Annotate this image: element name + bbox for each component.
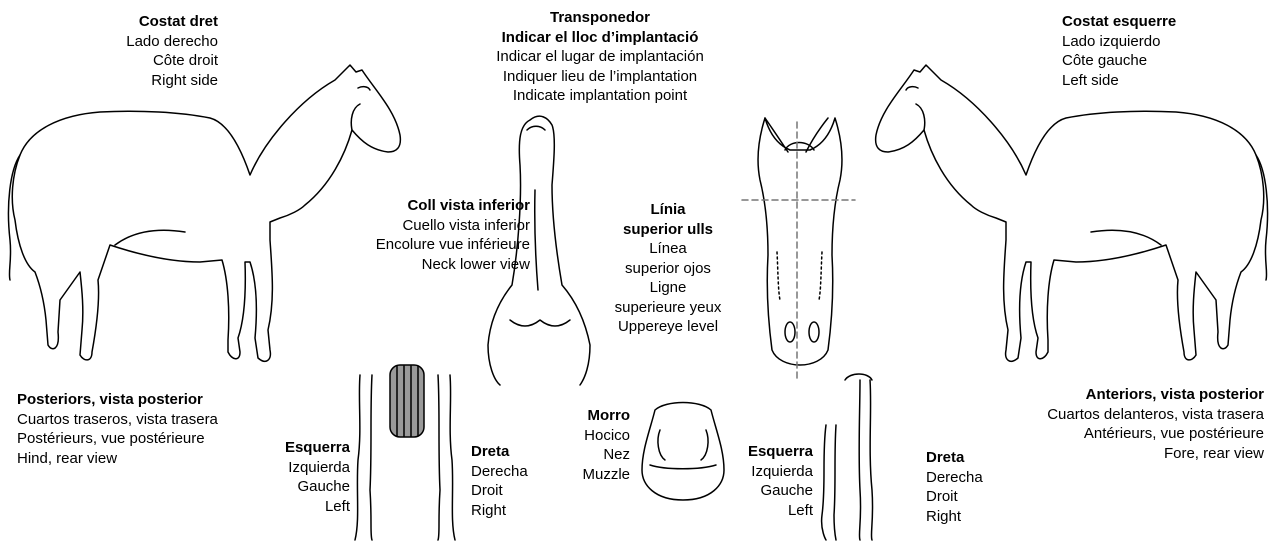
label-fore-view: Anteriors, vista posterior Cuartos delan… (1047, 385, 1264, 463)
label-fore-left-title: Esquerra (748, 442, 813, 462)
label-hind-right-fr: Droit (471, 481, 528, 501)
label-fore-left-fr: Gauche (748, 481, 813, 501)
label-right-side: Costat dret Lado derecho Côte droit Righ… (126, 12, 218, 90)
label-hind-view-es: Cuartos traseros, vista trasera (17, 410, 218, 430)
label-hind-left-es: Izquierda (285, 458, 350, 478)
label-eye-line-es-1: Línea (598, 239, 738, 259)
label-left-side: Costat esquerre Lado izquierdo Côte gauc… (1062, 12, 1176, 90)
label-left-side-fr: Côte gauche (1062, 51, 1176, 71)
label-fore-left: Esquerra Izquierda Gauche Left (748, 442, 813, 520)
label-neck-view: Coll vista inferior Cuello vista inferio… (376, 196, 530, 274)
muzzle-figure (642, 403, 724, 501)
label-fore-view-en: Fore, rear view (1047, 444, 1264, 464)
label-hind-right-es: Derecha (471, 462, 528, 482)
label-fore-left-en: Left (748, 501, 813, 521)
label-hind-right: Dreta Derecha Droit Right (471, 442, 528, 520)
label-left-side-en: Left side (1062, 71, 1176, 91)
label-hind-view-en: Hind, rear view (17, 449, 218, 469)
label-eye-line: Línia superior ulls Línea superior ojos … (598, 200, 738, 337)
label-hind-right-title: Dreta (471, 442, 528, 462)
label-transponder-en: Indicate implantation point (430, 86, 770, 106)
label-hind-left-title: Esquerra (285, 438, 350, 458)
label-right-side-es: Lado derecho (126, 32, 218, 52)
label-left-side-title: Costat esquerre (1062, 12, 1176, 32)
label-neck-view-title: Coll vista inferior (376, 196, 530, 216)
label-hind-view: Posteriors, vista posterior Cuartos tras… (17, 390, 218, 468)
head-front-view-figure (742, 118, 855, 380)
label-right-side-title: Costat dret (126, 12, 218, 32)
label-fore-view-title: Anteriors, vista posterior (1047, 385, 1264, 405)
label-fore-right-fr: Droit (926, 487, 983, 507)
label-muzzle-title: Morro (582, 406, 630, 426)
label-fore-right-title: Dreta (926, 448, 983, 468)
label-transponder-title-2: Indicar el lloc d’implantació (430, 28, 770, 48)
fore-legs-rear-view-figure (822, 374, 873, 540)
label-muzzle: Morro Hocico Nez Muzzle (582, 406, 630, 484)
label-hind-left: Esquerra Izquierda Gauche Left (285, 438, 350, 516)
label-hind-left-fr: Gauche (285, 477, 350, 497)
label-neck-view-en: Neck lower view (376, 255, 530, 275)
label-hind-view-fr: Postérieurs, vue postérieure (17, 429, 218, 449)
label-neck-view-es: Cuello vista inferior (376, 216, 530, 236)
label-eye-line-title-2: superior ulls (598, 220, 738, 240)
hind-legs-rear-view-figure (355, 365, 455, 540)
label-hind-view-title: Posteriors, vista posterior (17, 390, 218, 410)
label-transponder-es: Indicar el lugar de implantación (430, 47, 770, 67)
label-eye-line-en: Uppereye level (598, 317, 738, 337)
label-muzzle-fr: Nez (582, 445, 630, 465)
label-eye-line-fr-1: Ligne (598, 278, 738, 298)
label-neck-view-fr: Encolure vue inférieure (376, 235, 530, 255)
label-muzzle-es: Hocico (582, 426, 630, 446)
label-eye-line-es-2: superior ojos (598, 259, 738, 279)
label-fore-view-fr: Antérieurs, vue postérieure (1047, 424, 1264, 444)
label-right-side-en: Right side (126, 71, 218, 91)
label-left-side-es: Lado izquierdo (1062, 32, 1176, 52)
label-eye-line-fr-2: superieure yeux (598, 298, 738, 318)
label-right-side-fr: Côte droit (126, 51, 218, 71)
label-transponder-title-1: Transponedor (430, 8, 770, 28)
label-hind-right-en: Right (471, 501, 528, 521)
label-eye-line-title-1: Línia (598, 200, 738, 220)
label-transponder-fr: Indiquer lieu de l’implantation (430, 67, 770, 87)
label-transponder: Transponedor Indicar el lloc d’implantac… (430, 8, 770, 106)
label-fore-right-en: Right (926, 507, 983, 527)
horse-left-side-figure (876, 65, 1268, 361)
label-fore-view-es: Cuartos delanteros, vista trasera (1047, 405, 1264, 425)
horse-right-side-figure (8, 65, 400, 361)
label-fore-right-es: Derecha (926, 468, 983, 488)
label-hind-left-en: Left (285, 497, 350, 517)
label-fore-right: Dreta Derecha Droit Right (926, 448, 983, 526)
label-muzzle-en: Muzzle (582, 465, 630, 485)
label-fore-left-es: Izquierda (748, 462, 813, 482)
